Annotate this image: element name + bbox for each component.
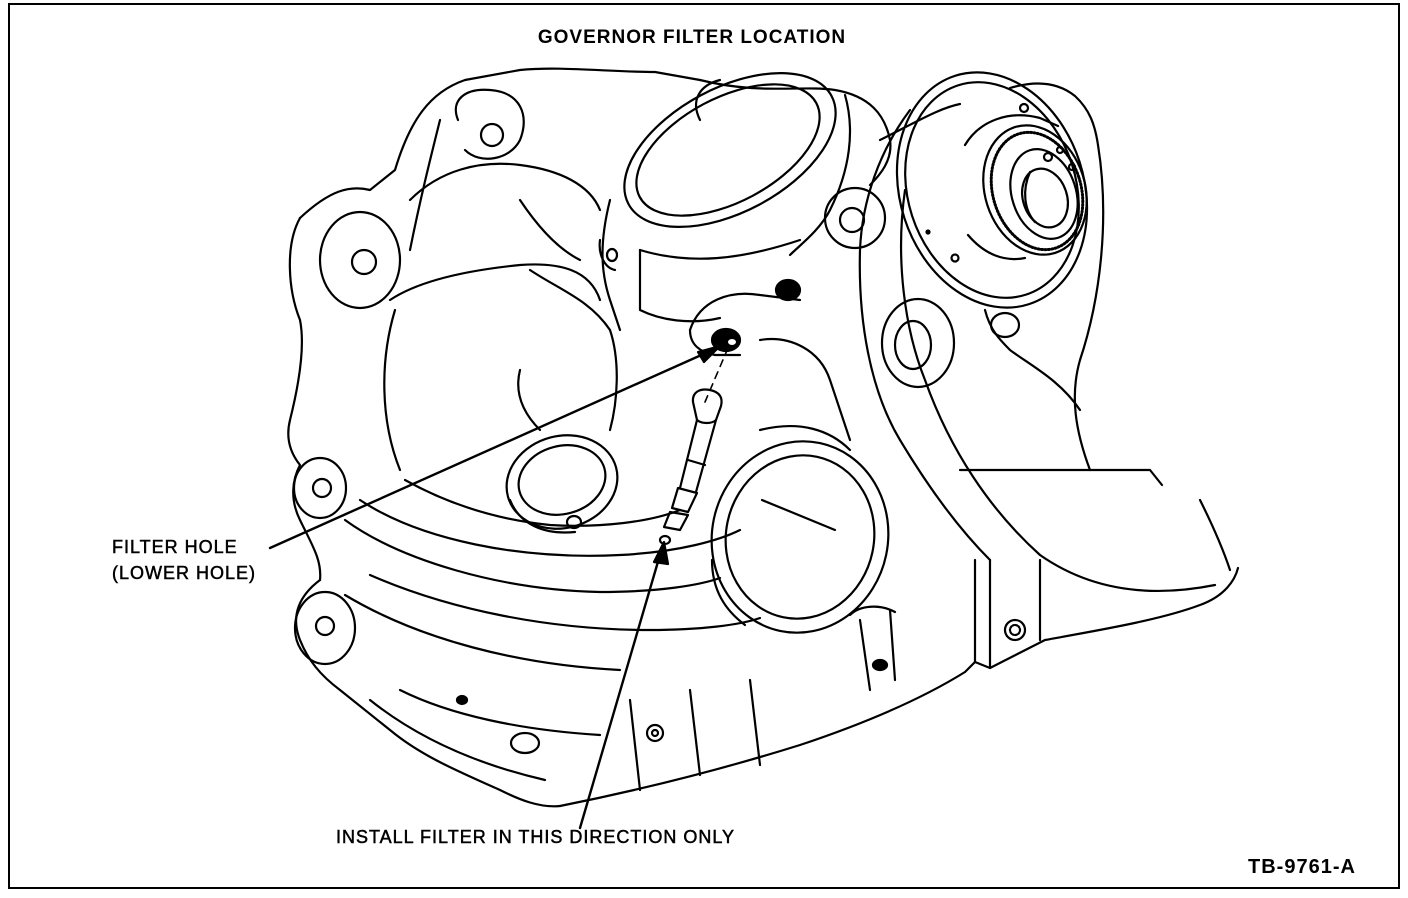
- leader-lines: [270, 346, 728, 828]
- servo-bore-neck: [599, 41, 860, 330]
- lower-hole-label: (LOWER HOLE): [112, 563, 257, 584]
- figure-title: GOVERNOR FILTER LOCATION: [537, 27, 847, 48]
- governor-filter: [660, 390, 722, 545]
- install-direction-label: INSTALL FILTER IN THIS DIRECTION ONLY: [336, 827, 736, 848]
- figure-frame: [8, 3, 1400, 889]
- case-small-details: [457, 620, 1025, 753]
- figure-id: TB-9761-A: [1248, 856, 1356, 878]
- output-flange: [867, 47, 1116, 332]
- governor-pad: [690, 280, 800, 355]
- case-outline: [288, 69, 1238, 807]
- left-bore: [496, 423, 628, 541]
- bell-housing: [880, 84, 1230, 668]
- filter-hole-label: FILTER HOLE: [112, 537, 238, 558]
- case-interior-contours: [345, 80, 895, 790]
- right-bore: [694, 425, 906, 649]
- mount-bosses: [294, 90, 1019, 664]
